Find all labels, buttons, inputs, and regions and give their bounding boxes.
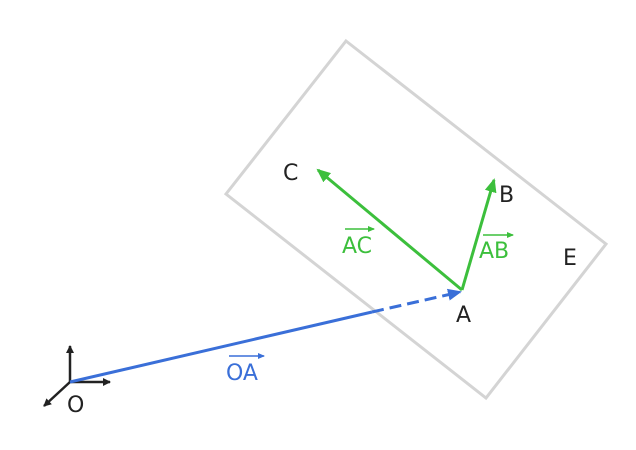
label-point-c: C — [283, 161, 298, 186]
plane-e — [223, 38, 609, 401]
vector-oa-dashed — [371, 288, 462, 314]
vec-label-ac-text: AC — [342, 234, 372, 259]
vector-label-ab: AB — [479, 232, 514, 264]
label-point-b: B — [499, 183, 514, 208]
vector-oa-solid — [69, 310, 373, 384]
axis-x-arrow — [43, 381, 71, 407]
label-point-a: A — [456, 303, 471, 328]
vector-label-ac: AC — [342, 226, 375, 259]
vector-ab — [460, 178, 497, 291]
vector-ac — [316, 168, 463, 292]
vector-label-oa: OA — [226, 353, 265, 386]
label-origin: O — [67, 393, 84, 418]
vec-label-ab-text: AB — [479, 239, 509, 264]
label-plane-e: E — [563, 246, 577, 271]
axes — [43, 345, 111, 407]
vec-label-oa-text: OA — [226, 361, 258, 386]
